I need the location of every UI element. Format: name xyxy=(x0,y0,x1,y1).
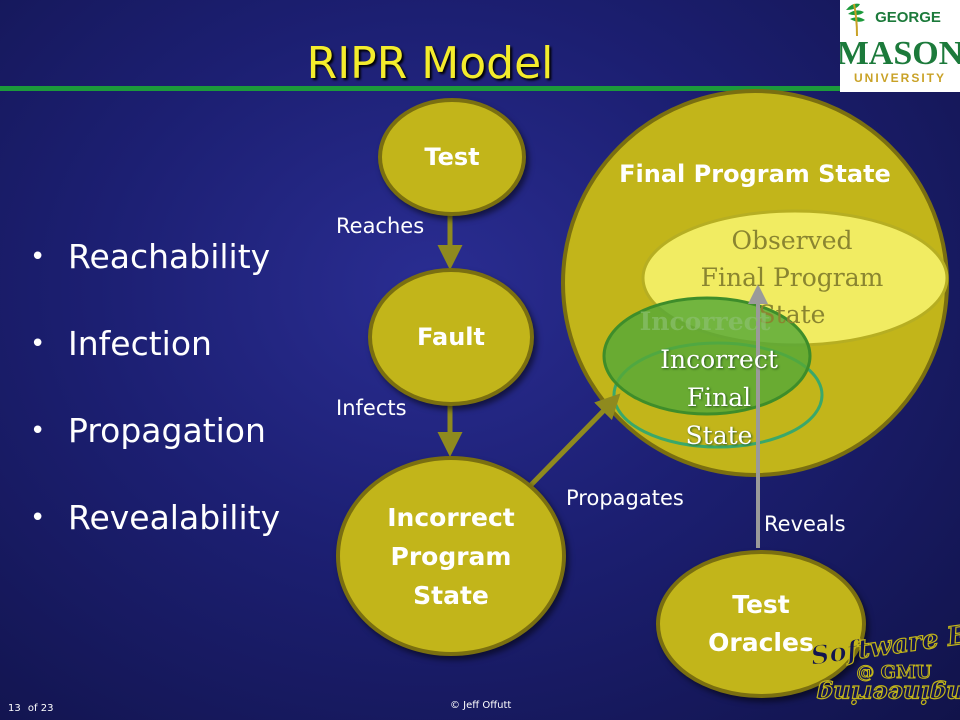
copyright: © Jeff Offutt xyxy=(450,700,512,711)
page-number: 13 of 23 xyxy=(8,703,54,714)
test-node: Test xyxy=(378,98,526,216)
slide-title: RIPR Model xyxy=(306,38,554,89)
bullet-dot-icon: • xyxy=(30,416,46,446)
incorrect-final-state-ghost-label: Incorrect xyxy=(639,307,771,336)
infects-label: Infects xyxy=(336,396,407,420)
bullet-list: •Reachability •Infection •Propagation •R… xyxy=(30,232,280,580)
svg-text:@ GMU: @ GMU xyxy=(856,662,932,683)
bullet-dot-icon: • xyxy=(30,242,46,272)
gmu-logo-graphic: GEORGE MASON UNIVERSITY xyxy=(837,3,960,85)
bullet-item: •Reachability xyxy=(30,232,280,319)
bullet-dot-icon: • xyxy=(30,329,46,359)
incorrect-program-state-node: Incorrect Program State xyxy=(336,456,566,656)
fault-node: Fault xyxy=(368,268,534,406)
bullet-item: •Revealability xyxy=(30,493,280,580)
logo-bottom-text: UNIVERSITY xyxy=(854,71,946,85)
bullet-item: •Propagation xyxy=(30,406,280,493)
final-program-state-label: Final Program State xyxy=(619,160,891,188)
software-engineering-gmu-logo: Software E @ GMU ngineering xyxy=(808,620,960,710)
title-divider xyxy=(0,86,840,91)
bullet-dot-icon: • xyxy=(30,503,46,533)
observed-final-state-label: Observed Final Program State xyxy=(700,226,884,329)
logo-main-text: MASON xyxy=(840,35,960,72)
propagates-arrow xyxy=(526,393,621,490)
reaches-label: Reaches xyxy=(336,214,425,238)
reveals-label: Reveals xyxy=(764,512,846,536)
logo-top-text: GEORGE xyxy=(875,9,941,26)
svg-text:ngineering: ngineering xyxy=(816,680,960,709)
test-oracles-node: Test Oracles xyxy=(656,550,866,698)
bullet-item: •Infection xyxy=(30,319,280,406)
incorrect-final-state-label: Incorrect Final State xyxy=(660,345,778,450)
gmu-logo: GEORGE MASON UNIVERSITY xyxy=(837,0,960,92)
propagates-label: Propagates xyxy=(566,486,684,510)
